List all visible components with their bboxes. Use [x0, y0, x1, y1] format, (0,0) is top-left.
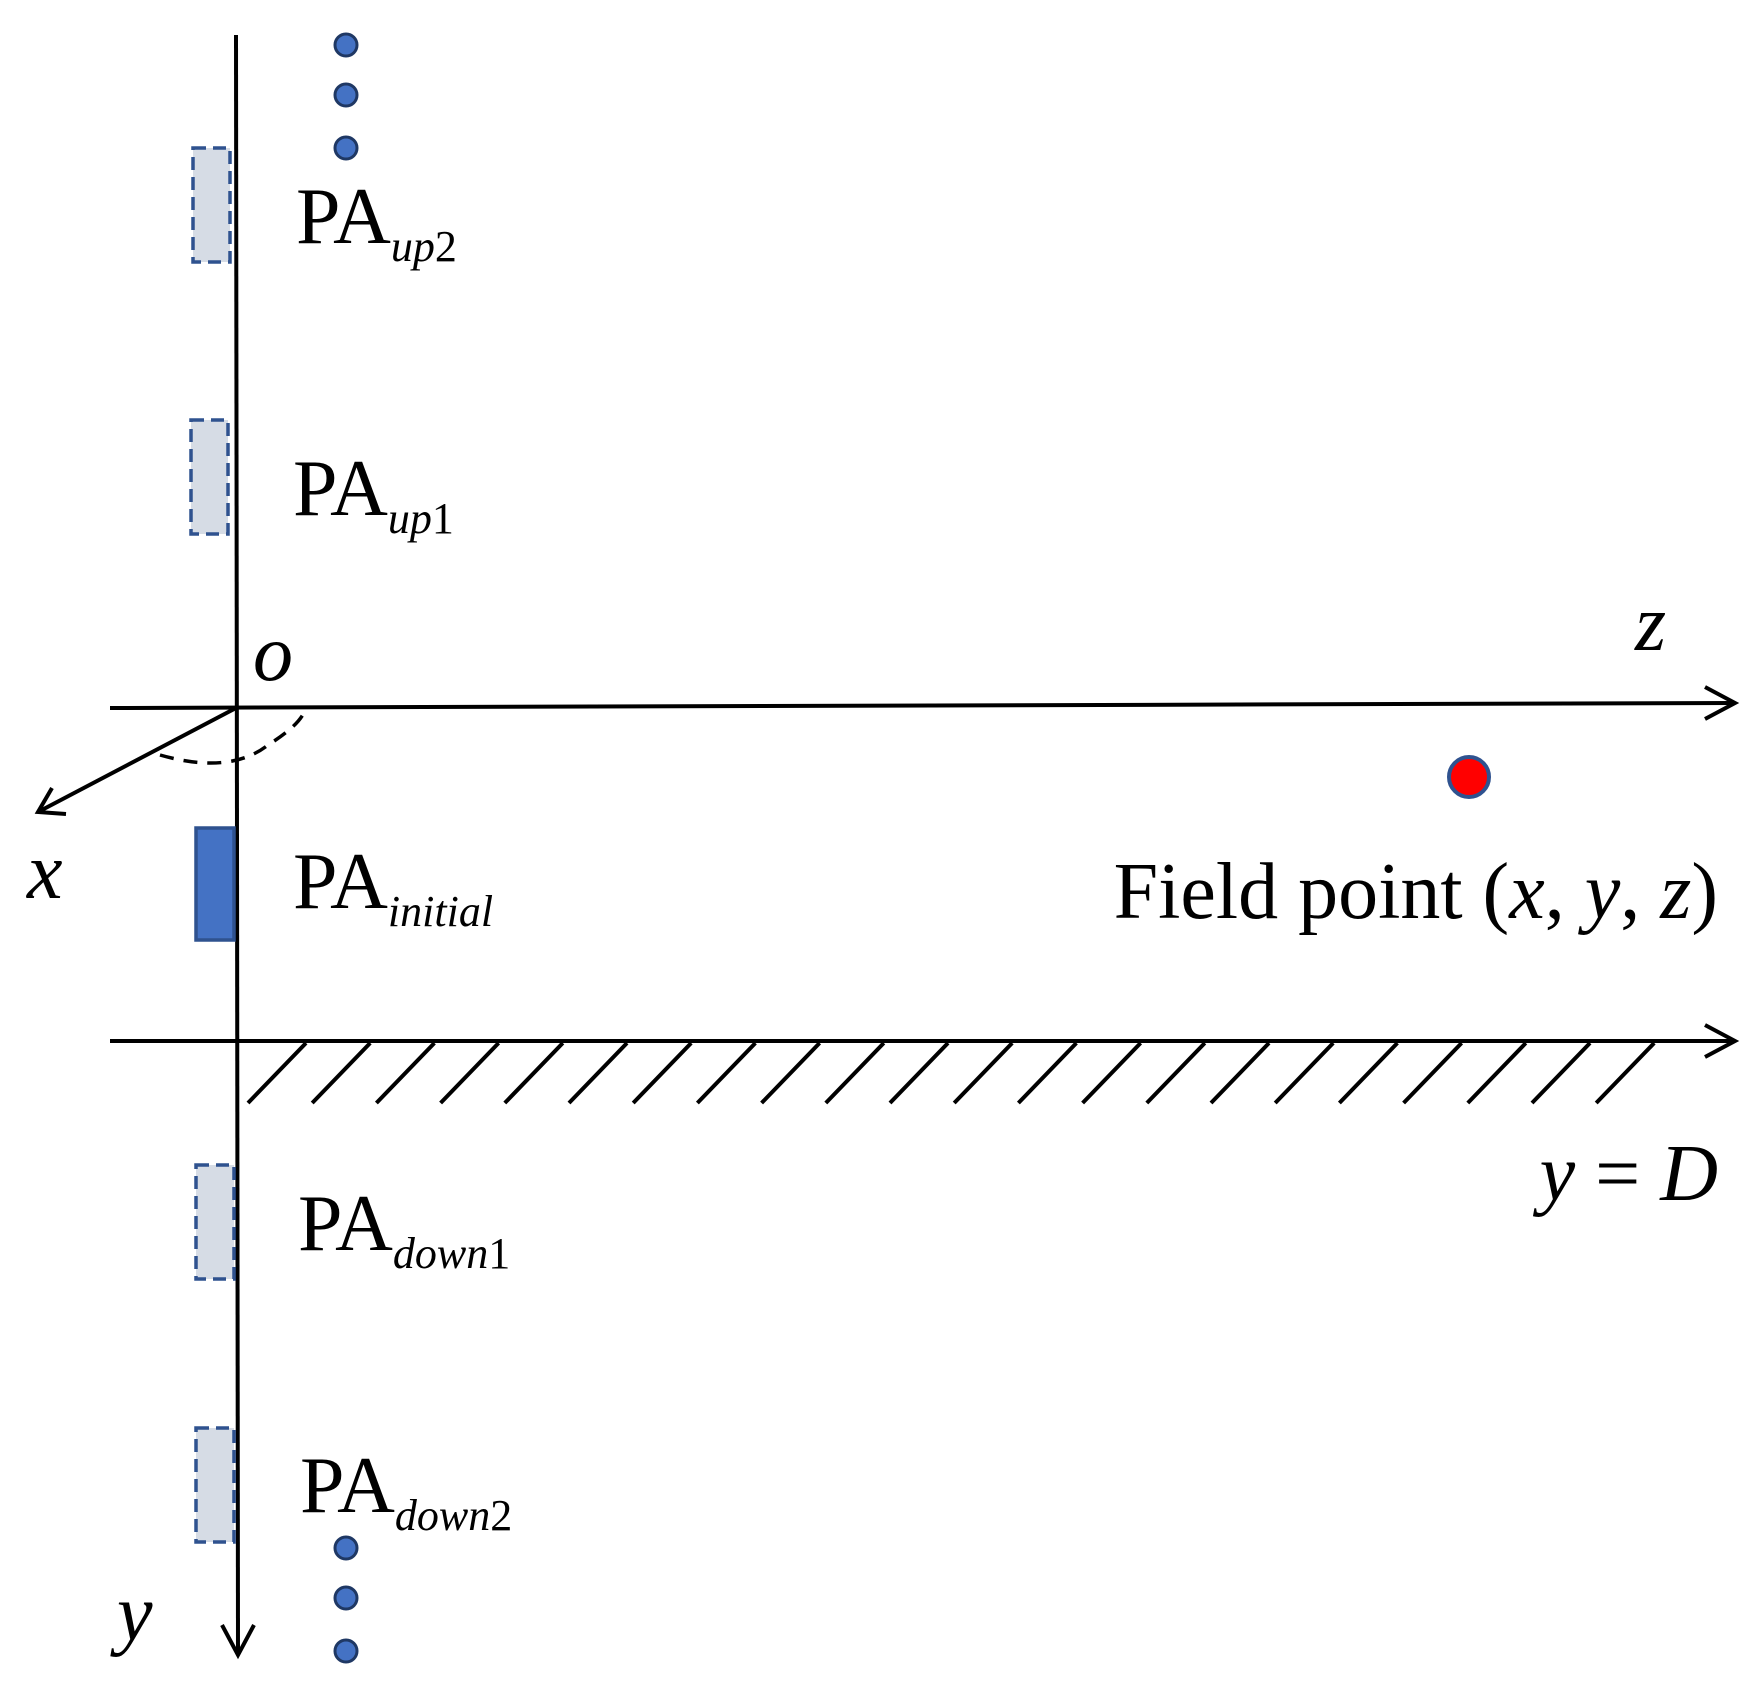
antenna-label-up1: PAup1 [293, 445, 454, 543]
z-axis-label: z [1634, 580, 1666, 668]
antenna-label-name: PA [293, 838, 388, 926]
hatch-stroke [439, 1041, 501, 1105]
antenna-label-sub: down [393, 1229, 488, 1278]
continuation-dot [333, 1638, 359, 1664]
x-axis-label: x [26, 828, 63, 916]
hatch-stroke [824, 1041, 886, 1105]
boundary-label-eq: = [1575, 1130, 1660, 1218]
hatch-stroke [310, 1041, 372, 1105]
antenna-label-up2: PAup2 [296, 173, 457, 271]
hatch-stroke [1081, 1041, 1143, 1105]
antenna-label-num: 2 [435, 222, 457, 271]
hatch-stroke [1466, 1041, 1528, 1105]
hatch-stroke [374, 1041, 436, 1105]
hatch-stroke [952, 1041, 1014, 1105]
antenna-down1-box [194, 1163, 236, 1281]
boundary-hatching [246, 1041, 1656, 1105]
antenna-up1-box [189, 418, 230, 536]
x-axis-arrowhead [34, 786, 67, 816]
antenna-label-sub: up [391, 222, 435, 271]
hatch-stroke [503, 1041, 565, 1105]
y-axis-line [234, 34, 240, 1656]
antenna-label-name: PA [296, 173, 391, 261]
y-axis-label: y [110, 1570, 153, 1658]
field-point-marker [1447, 755, 1491, 799]
hatch-stroke [1145, 1041, 1207, 1105]
origin-label: o [253, 610, 293, 698]
field-point-close: ) [1691, 848, 1718, 936]
z-axis-arrowhead [1704, 685, 1740, 721]
hatch-stroke [1337, 1041, 1399, 1105]
antenna-label-down2: PAdown2 [300, 1442, 512, 1540]
field-point-open: ( [1483, 848, 1510, 936]
boundary-label-var: y [1533, 1130, 1576, 1218]
antenna-label-name: PA [300, 1442, 395, 1530]
y-axis-arrowhead [220, 1624, 256, 1660]
antenna-down2-box [194, 1426, 236, 1544]
continuation-dot [333, 82, 359, 108]
hatch-stroke [631, 1041, 693, 1105]
continuation-dot [333, 135, 359, 161]
hatch-stroke [1209, 1041, 1271, 1105]
hatch-stroke [1530, 1041, 1592, 1105]
field-point-label: Field point (x, y, z) [1114, 848, 1718, 936]
hatch-stroke [567, 1041, 629, 1105]
angle-arc [159, 709, 307, 765]
antenna-label-name: PA [298, 1180, 393, 1268]
hatch-stroke [1402, 1041, 1464, 1105]
hatch-stroke [1016, 1041, 1078, 1105]
antenna-up2-box [191, 146, 232, 264]
field-point-sep1: , [1545, 848, 1585, 936]
hatch-stroke [1594, 1041, 1656, 1105]
hatch-stroke [695, 1041, 757, 1105]
field-point-sep2: , [1620, 848, 1660, 936]
boundary-arrowhead [1704, 1023, 1740, 1059]
antenna-label-sub: up [388, 494, 432, 543]
continuation-dot [333, 32, 359, 58]
antenna-initial-box [194, 826, 236, 942]
field-point-y: y [1578, 848, 1621, 936]
antenna-label-sub: down [395, 1491, 490, 1540]
field-point-x: x [1508, 848, 1545, 936]
boundary-label-const: D [1659, 1130, 1718, 1218]
antenna-label-num: 1 [488, 1229, 510, 1278]
antenna-label-down1: PAdown1 [298, 1180, 510, 1278]
hatch-stroke [246, 1041, 308, 1105]
hatch-stroke [888, 1041, 950, 1105]
antenna-label-num: 1 [432, 494, 454, 543]
antenna-label-sub: initial [388, 887, 493, 936]
z-axis-line [109, 701, 1736, 710]
antenna-label-initial: PAinitial [293, 838, 493, 936]
field-point-text: Field point [1114, 848, 1483, 936]
hatch-stroke [1273, 1041, 1335, 1105]
field-point-z: z [1659, 848, 1691, 936]
antenna-label-num: 2 [490, 1491, 512, 1540]
continuation-dot [333, 1585, 359, 1611]
antenna-label-name: PA [293, 445, 388, 533]
x-axis-line [37, 706, 237, 814]
hatch-stroke [760, 1041, 822, 1105]
boundary-label: y = D [1533, 1130, 1718, 1218]
continuation-dot [333, 1535, 359, 1561]
